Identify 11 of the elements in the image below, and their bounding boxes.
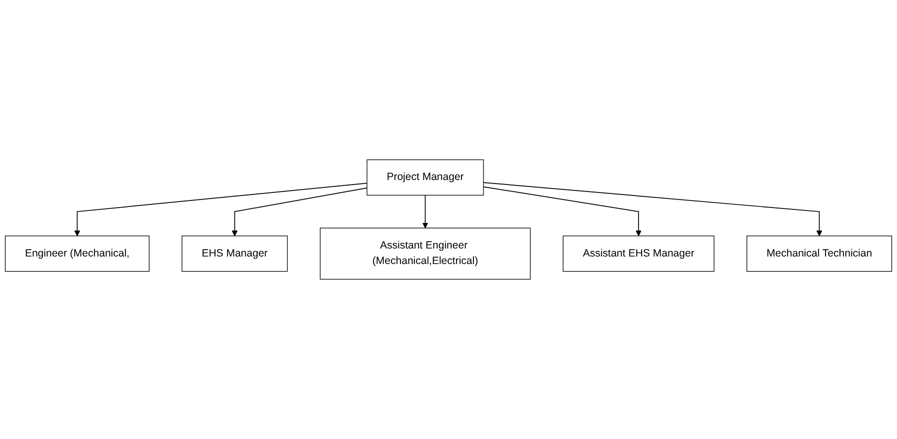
node-box: Project Manager xyxy=(366,159,484,196)
arrow xyxy=(422,194,428,228)
arrow xyxy=(74,182,368,236)
node-box: Assistant EHS Manager xyxy=(562,236,714,272)
node-box: Mechanical Technician xyxy=(746,236,892,272)
node-box: Assistant Engineer (Mechanical,Electrical) xyxy=(320,228,531,280)
arrow xyxy=(232,187,368,236)
node-box: Engineer (Mechanical, xyxy=(4,236,150,272)
arrow xyxy=(483,182,822,236)
arrow xyxy=(483,186,642,236)
node-box: EHS Manager xyxy=(182,236,288,272)
